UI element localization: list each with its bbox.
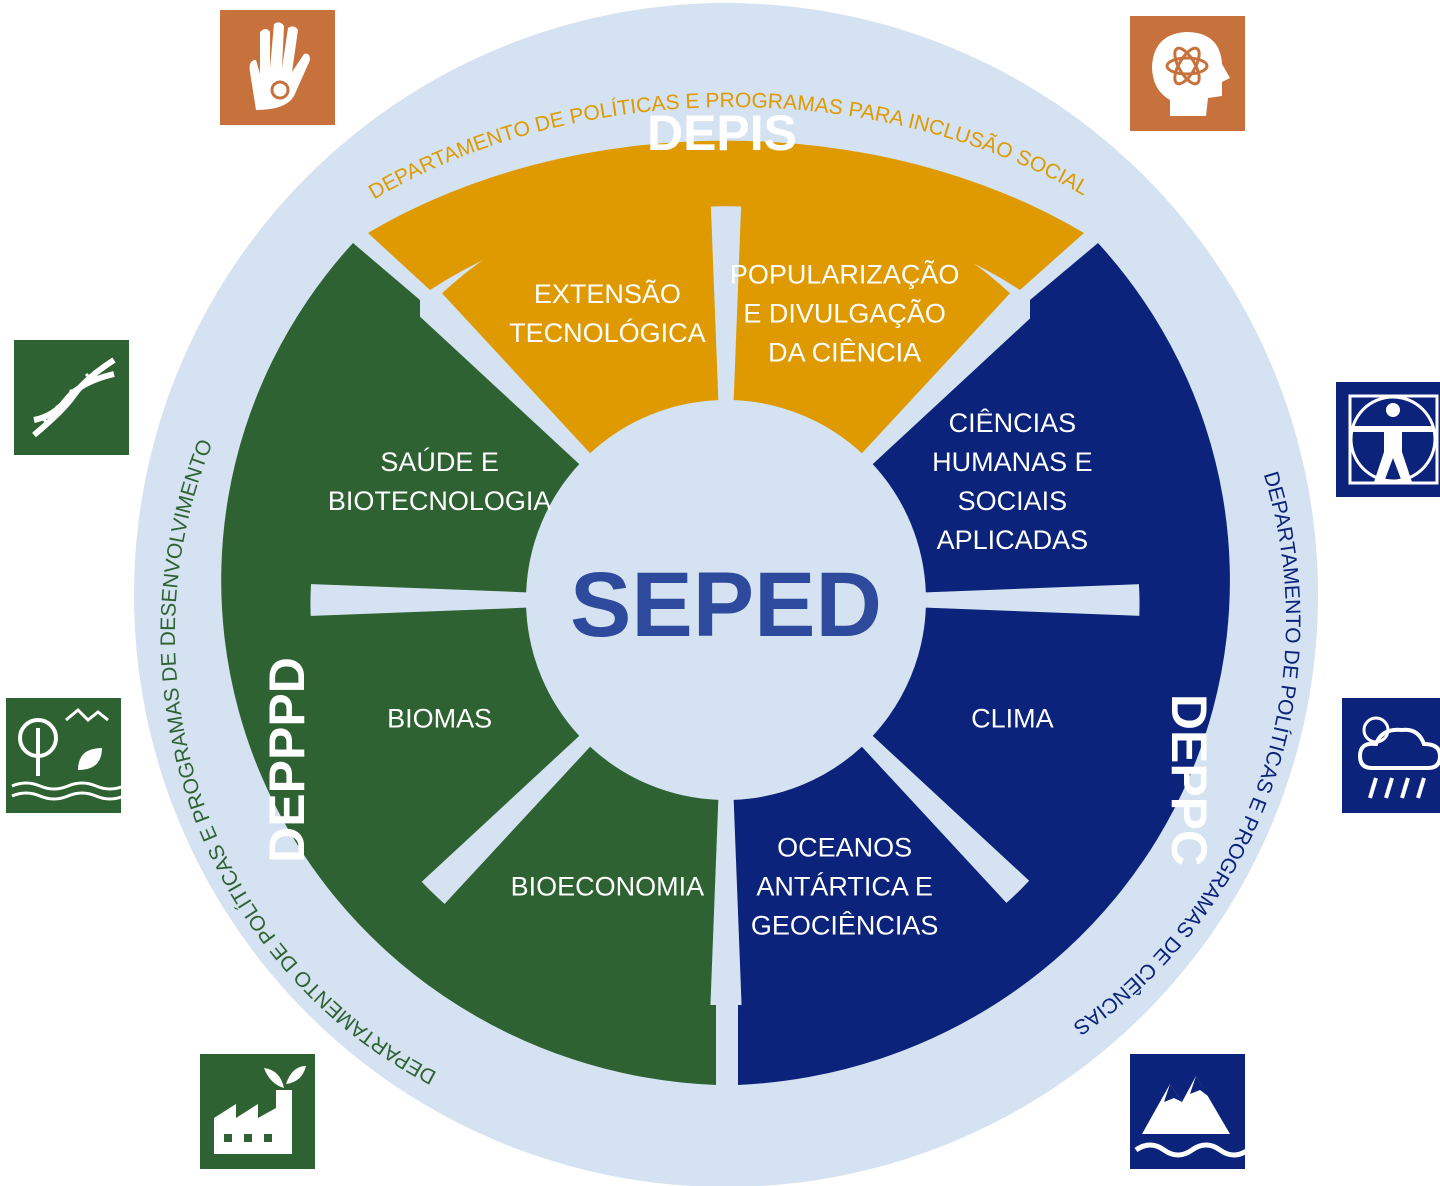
segment-biomas-label: BIOMAS [387, 704, 492, 734]
segment-ciencias-humanas-label-line: SOCIAIS [958, 486, 1068, 516]
weather-rain-icon [1342, 698, 1440, 813]
segment-saude-biotecnologia-label-line: BIOTECNOLOGIA [328, 486, 552, 516]
atom-head-icon [1130, 16, 1245, 131]
segment-oceanos-label-line: OCEANOS [777, 832, 912, 862]
depis-abbr: DEPIS [647, 105, 797, 161]
segment-popularizacao-label-line: DA CIÊNCIA [768, 337, 921, 368]
segment-ciencias-humanas-label: CIÊNCIAS HUMANAS E SOCIAIS APLICADAS [932, 407, 1093, 555]
segment-extensao-tecnologica-label-line: TECNOLÓGICA [509, 317, 706, 348]
segment-oceanos [733, 746, 1011, 1018]
segment-popularizacao-label: POPULARIZAÇÃO E DIVULGAÇÃO DA CIÊNCIA [730, 259, 960, 368]
segment-clima-label-line: CLIMA [971, 704, 1054, 734]
depis-band [368, 140, 1084, 290]
dna-icon [14, 340, 129, 455]
segment-popularizacao [733, 182, 1011, 454]
depppd-abbr: DEPPPD [259, 657, 315, 863]
hand-icon [220, 10, 335, 125]
segment-clima-label: CLIMA [971, 704, 1054, 734]
segment-bioeconomia-label: BIOECONOMIA [511, 871, 705, 901]
segment-saude-biotecnologia [308, 315, 580, 593]
segment-ciencias-humanas [872, 315, 1144, 593]
segment-biomas-label-line: BIOMAS [387, 704, 492, 734]
factory-plant-icon [200, 1054, 315, 1169]
segment-popularizacao-label-line: E DIVULGAÇÃO [743, 298, 946, 329]
segment-biomas [308, 607, 580, 885]
center-title: SEPED [570, 554, 882, 656]
segment-ciencias-humanas-label-line: CIÊNCIAS [949, 407, 1077, 438]
center-circle [536, 410, 916, 790]
depppd-band [221, 243, 717, 1085]
segment-extensao-tecnologica-label: EXTENSÃO TECNOLÓGICA [509, 278, 706, 348]
segment-extensao-tecnologica [441, 182, 719, 454]
deppc-abbr: DEPPC [1161, 694, 1217, 866]
tree-nature-icon [6, 698, 121, 813]
segments: EXTENSÃO TECNOLÓGICA POPULARIZAÇÃO E DIVULG… [308, 182, 1144, 1018]
segment-saude-biotecnologia-label-line: SAÚDE E [380, 446, 499, 477]
mountain-waves-icon [1130, 1054, 1245, 1169]
segment-bioeconomia [441, 746, 719, 1018]
segment-ciencias-humanas-label-line: APLICADAS [937, 525, 1089, 555]
deppc-band [738, 243, 1230, 1085]
segment-bioeconomia-label-line: BIOECONOMIA [511, 871, 705, 901]
segment-popularizacao-label-line: POPULARIZAÇÃO [730, 259, 960, 290]
segment-oceanos-label-line: GEOCIÊNCIAS [751, 909, 939, 940]
segment-extensao-tecnologica-label-line: EXTENSÃO [534, 278, 681, 309]
segment-ciencias-humanas-label-line: HUMANAS E [932, 447, 1093, 477]
segment-clima [872, 607, 1144, 885]
segment-oceanos-label: OCEANOS ANTÁRTICA E GEOCIÊNCIAS [751, 832, 939, 940]
segment-oceanos-label-line: ANTÁRTICA E [756, 871, 933, 901]
vitruvian-man-icon [1336, 382, 1440, 497]
segment-saude-biotecnologia-label: SAÚDE E BIOTECNOLOGIA [328, 446, 552, 516]
